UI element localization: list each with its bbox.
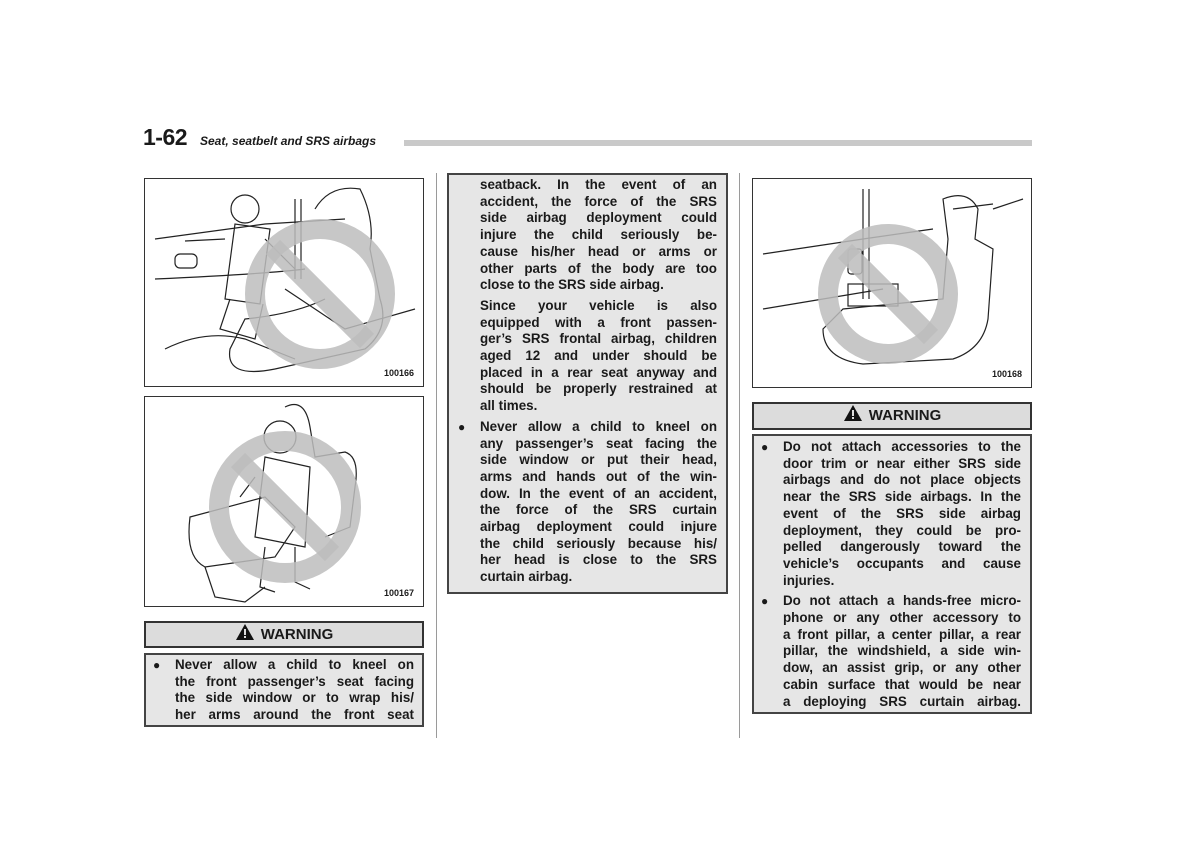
bullet-icon: ● bbox=[458, 419, 466, 434]
text-line: side window or put their head, bbox=[480, 452, 717, 468]
illustration-child-kneeling-icon bbox=[154, 187, 416, 373]
text-line: Never allow a child to kneel on bbox=[480, 418, 717, 434]
text-line: the side window or to wrap his/ bbox=[175, 690, 414, 706]
text-line: the child seriously because his/ bbox=[480, 535, 717, 551]
text-line: airbags and do not place objects bbox=[783, 472, 1021, 488]
text-line: arms and hands out of the win- bbox=[480, 468, 717, 484]
figure-object-near-airbag: 100168 bbox=[752, 178, 1032, 388]
text-line: accident, the force of the SRS bbox=[480, 193, 717, 209]
text-line: door trim or near either SRS side bbox=[783, 455, 1021, 471]
warning-heading: WARNING bbox=[144, 621, 424, 648]
illustration-child-hugging-seat-icon bbox=[188, 403, 361, 603]
text-line: phone or any other accessory to bbox=[783, 610, 1021, 626]
figure-child-hugging-seat: 100167 bbox=[144, 396, 424, 607]
figure-child-kneeling-window: 100166 bbox=[144, 178, 424, 387]
text-line: dow, an assist grip, or any other bbox=[783, 660, 1021, 676]
warning-bullet: ● Never allow a child to kneel on any pa… bbox=[458, 418, 717, 586]
text-line: injuries. bbox=[783, 572, 835, 588]
text-line: ger’s SRS frontal airbag, children bbox=[480, 331, 717, 347]
text-line: pillar, the windshield, a side win- bbox=[783, 643, 1021, 659]
page-number: 1-62 bbox=[143, 124, 188, 150]
text-line: equipped with a front passen- bbox=[480, 314, 717, 330]
illustration-seat-with-object-icon bbox=[762, 189, 1024, 365]
figure-id: 100168 bbox=[991, 369, 1022, 379]
text-line: should be properly restrained at bbox=[480, 381, 717, 397]
text-line: a front pillar, a center pillar, a rear bbox=[783, 626, 1021, 642]
text-line: seatback. In the event of an bbox=[480, 177, 717, 192]
text-line: dow. In the event of an accident, bbox=[480, 485, 717, 501]
text-line: a deploying SRS curtain airbag. bbox=[783, 693, 1021, 709]
text-line: deployment, they could be pro- bbox=[783, 522, 1021, 538]
text-line: pelled dangerously toward the bbox=[783, 539, 1021, 555]
warning-heading: WARNING bbox=[752, 402, 1032, 430]
warning-box-right bbox=[752, 434, 1032, 714]
text-line: the force of the SRS curtain bbox=[480, 502, 717, 518]
figure-id: 100167 bbox=[383, 588, 414, 598]
figure-id: 100166 bbox=[383, 368, 414, 378]
text-line: vehicle’s occupants and cause bbox=[783, 555, 1021, 571]
text-line: any passenger’s seat facing the bbox=[480, 435, 717, 451]
text-line: her head is close to the SRS bbox=[480, 552, 717, 568]
text-line: Do not attach a hands-free micro- bbox=[783, 593, 1021, 609]
text-line: airbag deployment could injure bbox=[480, 519, 717, 535]
text-line: curtain airbag. bbox=[480, 569, 573, 585]
warning-bullet: ● Never allow a child to kneel on the fr… bbox=[153, 657, 414, 724]
text-line: her arms around the front seat bbox=[175, 707, 414, 723]
warning-text-right: ● Do not attach accessories to the door … bbox=[761, 439, 1021, 710]
text-line: the front passenger’s seat facing bbox=[175, 673, 414, 689]
paragraph: Since your vehicle is also equipped with… bbox=[480, 298, 717, 415]
text-line: aged 12 and under should be bbox=[480, 348, 717, 364]
text-line: close to the SRS side airbag. bbox=[480, 277, 664, 293]
column-divider bbox=[739, 173, 740, 738]
warning-text-middle: seatback. In the event of an accident, t… bbox=[458, 177, 717, 586]
warning-box-left bbox=[144, 653, 424, 727]
paragraph: seatback. In the event of an accident, t… bbox=[480, 177, 717, 294]
text-line: Never allow a child to kneel on bbox=[175, 657, 414, 672]
text-line: event of the SRS side airbag bbox=[783, 505, 1021, 521]
warning-triangle-icon bbox=[235, 623, 255, 648]
bullet-icon: ● bbox=[761, 440, 769, 454]
warning-triangle-icon bbox=[843, 404, 863, 429]
text-line: injure the child seriously be- bbox=[480, 227, 717, 243]
warning-title: WARNING bbox=[868, 407, 942, 424]
text-line: cause his/her head or arms or bbox=[480, 243, 717, 259]
header-rule bbox=[404, 140, 1032, 146]
text-line: side airbag deployment could bbox=[480, 210, 717, 226]
warning-bullet: ● Do not attach accessories to the door … bbox=[761, 439, 1021, 589]
warning-bullet: ● Do not attach a hands-free micro- phon… bbox=[761, 593, 1021, 710]
warning-box-middle bbox=[447, 173, 728, 594]
bullet-icon: ● bbox=[761, 594, 769, 609]
text-line: Since your vehicle is also bbox=[480, 297, 717, 313]
text-line: all times. bbox=[480, 398, 538, 414]
column-divider bbox=[436, 173, 437, 738]
text-line: other parts of the body are too bbox=[480, 260, 717, 276]
warning-text-left: ● Never allow a child to kneel on the fr… bbox=[153, 657, 414, 724]
text-line: cabin surface that would be near bbox=[783, 676, 1021, 692]
warning-title: WARNING bbox=[260, 626, 334, 643]
text-line: near the SRS side airbags. In the bbox=[783, 489, 1021, 505]
text-line: Do not attach accessories to the bbox=[783, 439, 1021, 454]
section-title: Seat, seatbelt and SRS airbags bbox=[200, 134, 381, 148]
text-line: placed in a rear seat anyway and bbox=[480, 364, 717, 380]
bullet-icon: ● bbox=[153, 658, 161, 672]
